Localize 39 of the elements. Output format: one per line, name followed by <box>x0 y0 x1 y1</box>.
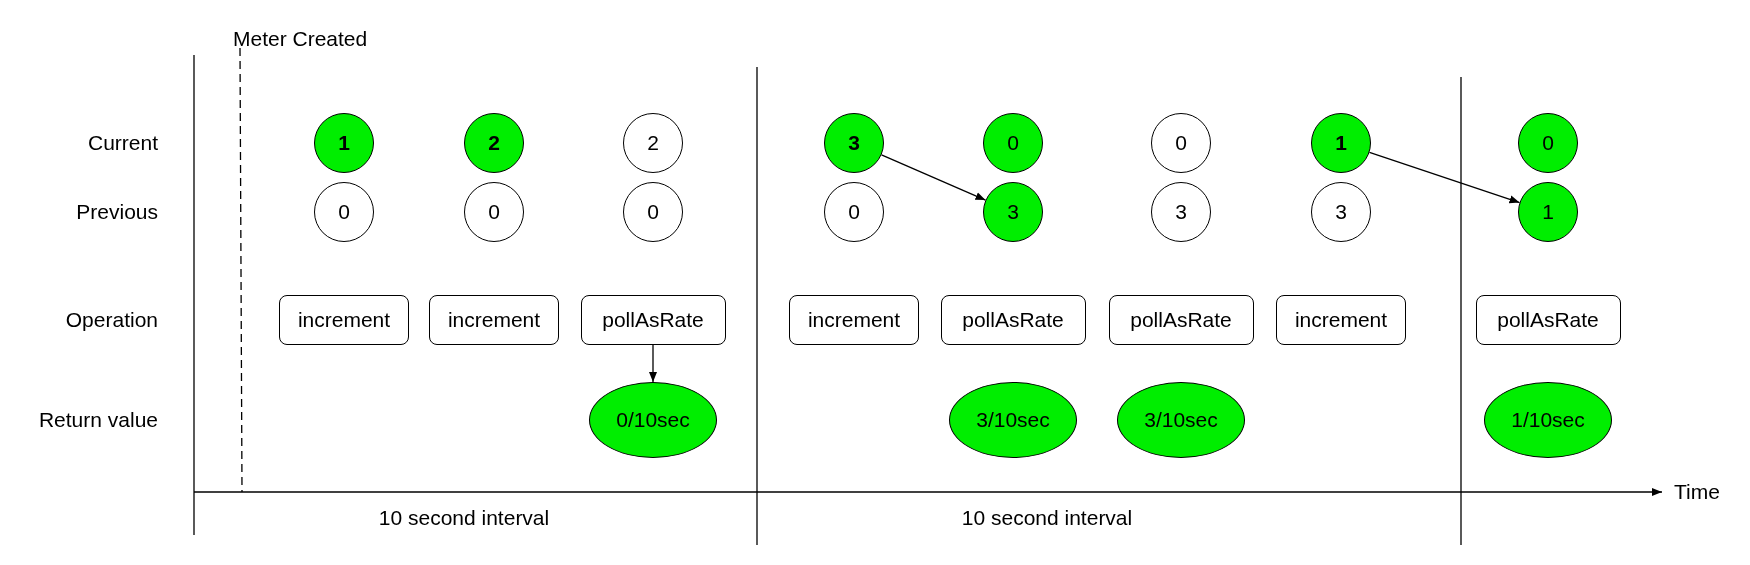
operation-box: pollAsRate <box>1108 295 1254 345</box>
value-circle: 3 <box>1151 182 1211 242</box>
interval-label: 10 second interval <box>961 506 1133 530</box>
row-label: Previous <box>76 200 158 224</box>
return-value-ellipse: 3/10sec <box>949 382 1077 458</box>
operation-box: pollAsRate <box>580 295 726 345</box>
value-circle: 0 <box>464 182 524 242</box>
axis-label: Time <box>1674 480 1720 504</box>
row-label: Current <box>87 131 158 155</box>
return-value-ellipse: 1/10sec <box>1484 382 1612 458</box>
value-circle: 2 <box>464 113 524 173</box>
value-circle: 0 <box>314 182 374 242</box>
event-label: Meter Created <box>233 27 368 51</box>
value-circle: 0 <box>824 182 884 242</box>
value-circle: 0 <box>1151 113 1211 173</box>
value-circle: 0 <box>1518 113 1578 173</box>
return-value-ellipse: 3/10sec <box>1117 382 1245 458</box>
row-label: Operation <box>65 308 158 332</box>
operation-box: pollAsRate <box>1475 295 1621 345</box>
value-circle: 1 <box>1311 113 1371 173</box>
operation-box: pollAsRate <box>940 295 1086 345</box>
arrow <box>880 154 987 201</box>
arrow <box>1368 151 1521 204</box>
operation-box: increment <box>279 295 409 345</box>
value-circle: 1 <box>1518 182 1578 242</box>
value-circle: 3 <box>824 113 884 173</box>
value-circle: 2 <box>623 113 683 173</box>
value-circle: 3 <box>1311 182 1371 242</box>
value-circle: 0 <box>623 182 683 242</box>
arrow <box>649 344 657 383</box>
row-label: Return value <box>38 408 158 432</box>
value-circle: 1 <box>314 113 374 173</box>
value-circle: 3 <box>983 182 1043 242</box>
operation-box: increment <box>429 295 559 345</box>
return-value-ellipse: 0/10sec <box>589 382 717 458</box>
operation-box: increment <box>1276 295 1406 345</box>
operation-box: increment <box>789 295 919 345</box>
value-circle: 0 <box>983 113 1043 173</box>
interval-label: 10 second interval <box>378 506 550 530</box>
